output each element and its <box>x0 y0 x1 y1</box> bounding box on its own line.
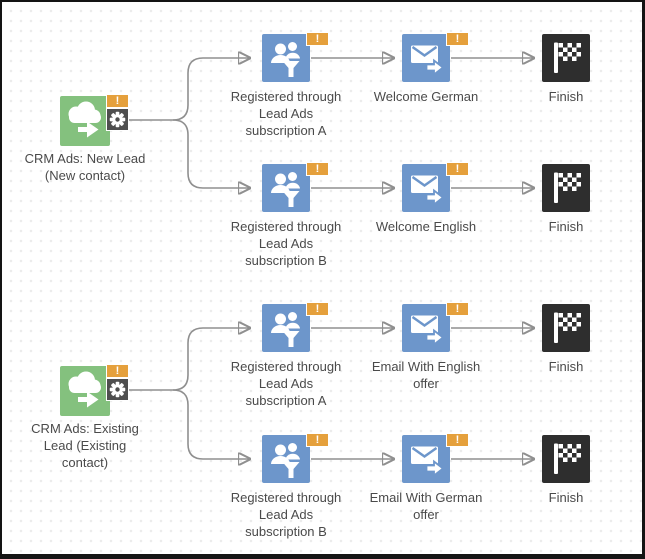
gear-icon[interactable] <box>106 108 129 131</box>
gear-icon[interactable] <box>106 378 129 401</box>
checkered-flag-icon <box>542 164 590 212</box>
node-label: Finish <box>548 359 584 374</box>
node-label: Email With German offer <box>369 490 483 522</box>
node-segment-subscription-b-1[interactable]: ! Registered through Lead Ads subscripti… <box>231 162 341 268</box>
node-finish-2[interactable]: Finish <box>542 164 590 234</box>
warning-badge-icon[interactable]: ! <box>106 94 129 108</box>
node-trigger-crm-new-lead[interactable]: ! CRM Ads: New Lead (New contact) <box>25 94 145 183</box>
connector-trigger2-to-segment3 <box>172 328 249 391</box>
checkered-flag-icon <box>542 435 590 483</box>
envelope-send-icon: ! <box>402 162 469 212</box>
connector-trigger1-to-segment2 <box>172 119 249 188</box>
checkered-flag-icon <box>542 34 590 82</box>
connector-trigger1-to-segment1 <box>172 58 249 121</box>
warning-badge-icon[interactable]: ! <box>446 433 469 447</box>
node-segment-subscription-a-2[interactable]: ! Registered through Lead Ads subscripti… <box>231 302 341 408</box>
warning-badge-icon[interactable]: ! <box>106 364 129 378</box>
envelope-send-icon: ! <box>402 433 469 483</box>
people-filter-icon: ! <box>262 433 329 483</box>
checkered-flag-icon <box>542 304 590 352</box>
node-segment-subscription-a-1[interactable]: ! Registered through Lead Ads subscripti… <box>231 32 341 138</box>
node-label: Registered through Lead Ads subscription… <box>230 219 342 268</box>
node-email-german-offer[interactable]: ! Email With German offer <box>370 433 482 522</box>
node-label: Welcome German <box>373 89 479 104</box>
connector-trigger2-to-segment4 <box>172 389 249 459</box>
node-email-welcome-english[interactable]: ! Welcome English <box>376 162 476 234</box>
warning-badge-icon[interactable]: ! <box>446 32 469 46</box>
node-label: Finish <box>548 490 584 505</box>
node-label: Welcome English <box>375 219 477 234</box>
people-filter-icon: ! <box>262 32 329 82</box>
node-finish-1[interactable]: Finish <box>542 34 590 104</box>
node-segment-subscription-b-2[interactable]: ! Registered through Lead Ads subscripti… <box>231 433 341 539</box>
warning-badge-icon[interactable]: ! <box>446 302 469 316</box>
warning-badge-icon[interactable]: ! <box>446 162 469 176</box>
node-label: CRM Ads: New Lead (New contact) <box>24 151 146 183</box>
node-label: Registered through Lead Ads subscription… <box>230 89 342 138</box>
node-finish-3[interactable]: Finish <box>542 304 590 374</box>
node-trigger-crm-existing-lead[interactable]: ! CRM Ads: Existing Lead (Existing conta… <box>31 364 139 470</box>
node-email-english-offer[interactable]: ! Email With English offer <box>372 302 480 391</box>
node-label: CRM Ads: Existing Lead (Existing contact… <box>31 421 139 470</box>
envelope-send-icon: ! <box>402 32 469 82</box>
node-email-welcome-german[interactable]: ! Welcome German <box>374 32 478 104</box>
people-filter-icon: ! <box>262 302 329 352</box>
node-label: Registered through Lead Ads subscription… <box>230 359 342 408</box>
envelope-send-icon: ! <box>402 302 469 352</box>
node-label: Finish <box>548 219 584 234</box>
warning-badge-icon[interactable]: ! <box>306 162 329 176</box>
cloud-arrow-icon: ! <box>60 94 129 146</box>
node-finish-4[interactable]: Finish <box>542 435 590 505</box>
node-label: Email With English offer <box>371 359 481 391</box>
node-label: Registered through Lead Ads subscription… <box>230 490 342 539</box>
node-label: Finish <box>548 89 584 104</box>
people-filter-icon: ! <box>262 162 329 212</box>
cloud-arrow-icon: ! <box>60 364 129 416</box>
warning-badge-icon[interactable]: ! <box>306 32 329 46</box>
warning-badge-icon[interactable]: ! <box>306 302 329 316</box>
warning-badge-icon[interactable]: ! <box>306 433 329 447</box>
